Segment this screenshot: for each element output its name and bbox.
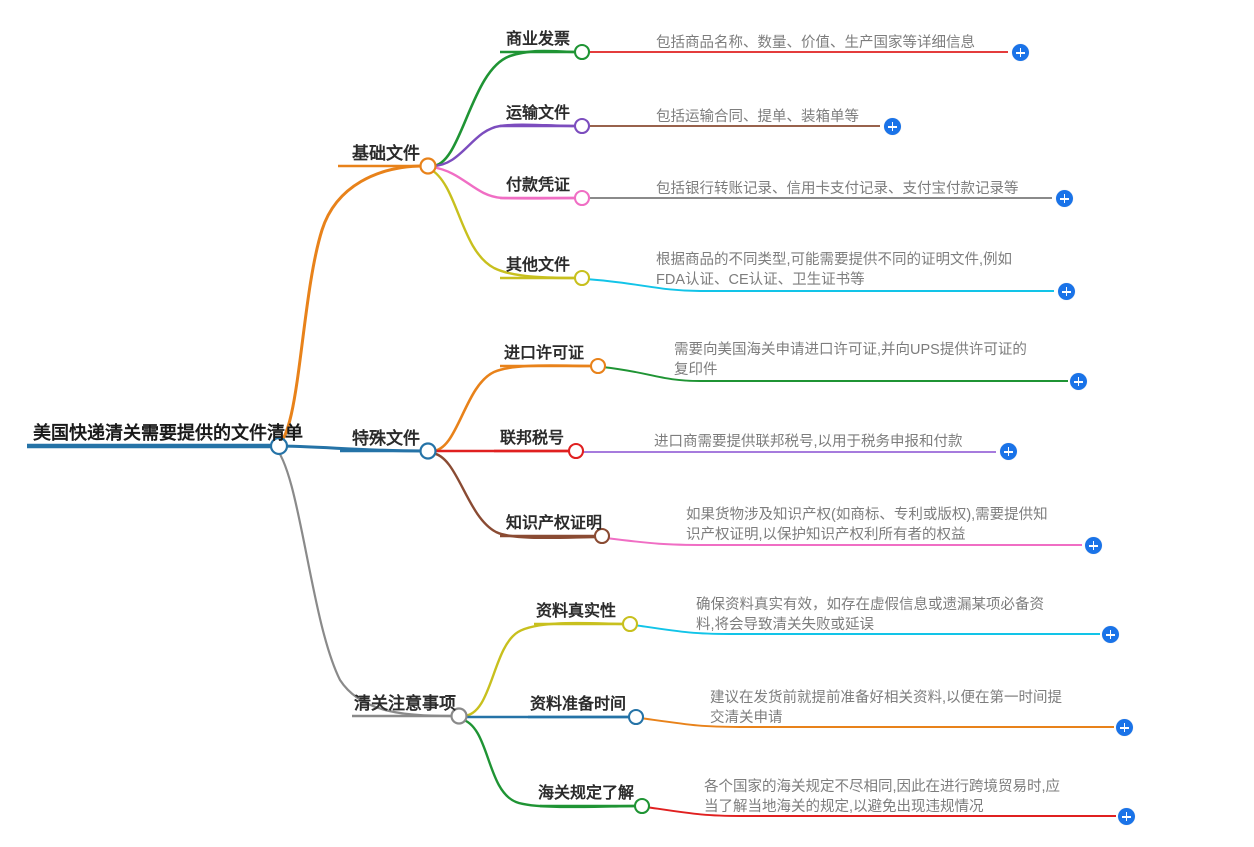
leaf-detail-shipping-documents: 包括运输合同、提单、装箱单等 bbox=[656, 109, 859, 125]
expand-plus-icon-import-license[interactable] bbox=[1070, 373, 1087, 390]
leaf-detail-ip-certificate: 如果货物涉及知识产权(如商标、专利或版权),需要提供知 识产权证明,以保护知识产… bbox=[686, 507, 1048, 543]
leaf-label-ip-certificate[interactable]: 知识产权证明 bbox=[506, 515, 603, 532]
leaf-label-shipping-documents[interactable]: 运输文件 bbox=[506, 105, 571, 122]
root-node-label[interactable]: 美国快递清关需要提供的文件清单 bbox=[33, 423, 303, 443]
expand-plus-icon-payment-voucher[interactable] bbox=[1056, 190, 1073, 207]
leaf-label-payment-voucher[interactable]: 付款凭证 bbox=[506, 177, 571, 194]
leaf-detail-customs-regulations: 各个国家的海关规定不尽相同,因此在进行跨境贸易时,应 当了解当地海关的规定,以避… bbox=[704, 779, 1061, 815]
leaf-label-preparation-time[interactable]: 资料准备时间 bbox=[530, 696, 627, 713]
leaf-label-data-authenticity[interactable]: 资料真实性 bbox=[536, 603, 617, 620]
leaf-label-other-documents[interactable]: 其他文件 bbox=[506, 257, 571, 274]
leaf-detail-federal-tax-id: 进口商需要提供联邦税号,以用于税务申报和付款 bbox=[654, 434, 963, 450]
leaf-detail-commercial-invoice: 包括商品名称、数量、价值、生产国家等详细信息 bbox=[656, 35, 975, 51]
expand-plus-icon-shipping-documents[interactable] bbox=[884, 118, 901, 135]
expand-plus-icon-data-authenticity[interactable] bbox=[1102, 626, 1119, 643]
expand-plus-icon-federal-tax-id[interactable] bbox=[1000, 443, 1017, 460]
leaf-label-commercial-invoice[interactable]: 商业发票 bbox=[506, 31, 571, 48]
branch-label-basic-documents[interactable]: 基础文件 bbox=[352, 144, 420, 163]
leaf-label-federal-tax-id[interactable]: 联邦税号 bbox=[500, 430, 565, 447]
leaf-detail-import-license: 需要向美国海关申请进口许可证,并向UPS提供许可证的 复印件 bbox=[674, 342, 1027, 378]
expand-plus-icon-other-documents[interactable] bbox=[1058, 283, 1075, 300]
expand-plus-icon-customs-regulations[interactable] bbox=[1118, 808, 1135, 825]
leaf-detail-payment-voucher: 包括银行转账记录、信用卡支付记录、支付宝付款记录等 bbox=[656, 181, 1019, 197]
leaf-label-import-license[interactable]: 进口许可证 bbox=[504, 345, 585, 362]
expand-plus-icon-commercial-invoice[interactable] bbox=[1012, 44, 1029, 61]
branch-label-special-documents[interactable]: 特殊文件 bbox=[352, 429, 420, 448]
leaf-detail-preparation-time: 建议在发货前就提前准备好相关资料,以便在第一时间提 交清关申请 bbox=[710, 690, 1063, 726]
branch-label-customs-notes[interactable]: 清关注意事项 bbox=[354, 694, 456, 713]
leaf-label-customs-regulations[interactable]: 海关规定了解 bbox=[538, 785, 635, 802]
expand-plus-icon-preparation-time[interactable] bbox=[1116, 719, 1133, 736]
leaf-detail-other-documents: 根据商品的不同类型,可能需要提供不同的证明文件,例如 FDA认证、CE认证、卫生… bbox=[656, 252, 1013, 288]
leaf-detail-data-authenticity: 确保资料真实有效，如存在虚假信息或遗漏某项必备资 料,将会导致清关失败或延误 bbox=[696, 597, 1044, 633]
expand-plus-icon-ip-certificate[interactable] bbox=[1085, 537, 1102, 554]
